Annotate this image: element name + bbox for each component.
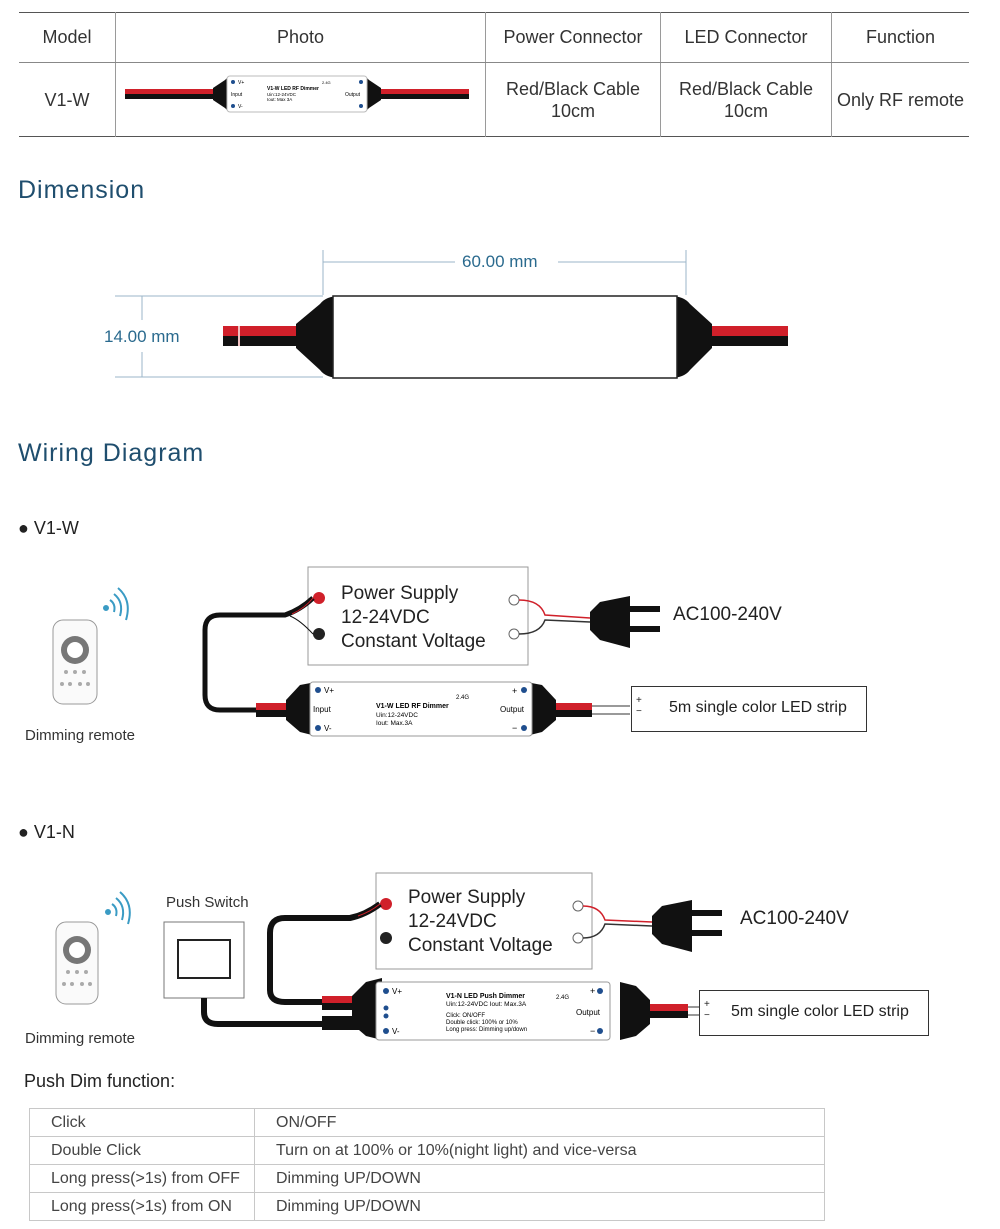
v1n-dimmer-vminus: V- bbox=[392, 1027, 400, 1036]
product-photo: V+ V- Input Output V1-W LED RF Dimmer Ui… bbox=[125, 75, 469, 113]
action-cell: Long press(>1s) from OFF bbox=[29, 1164, 255, 1193]
dimension-drawing bbox=[115, 250, 788, 379]
v1w-psu-line2: 12-24VDC bbox=[341, 607, 430, 628]
v1w-psu-line1: Power Supply bbox=[341, 583, 459, 604]
function-cell: Only RF remote bbox=[831, 62, 969, 137]
photo-vplus: V+ bbox=[238, 80, 244, 86]
photo-freq: 2.4G bbox=[322, 80, 331, 85]
photo-output: Output bbox=[345, 92, 361, 98]
photo-spec2: Iout: Max 3A bbox=[267, 97, 292, 102]
v1w-ac-label: AC100-240V bbox=[673, 604, 782, 625]
ac-plug-icon bbox=[652, 900, 722, 952]
photo-input: Input bbox=[231, 92, 243, 98]
header-led-connector: LED Connector bbox=[660, 12, 832, 63]
photo-vminus: V- bbox=[238, 104, 243, 110]
v1w-dimmer-minus: − bbox=[512, 723, 517, 733]
v1w-dimmer-input: Input bbox=[313, 705, 332, 714]
result-cell: Dimming UP/DOWN bbox=[254, 1192, 825, 1221]
v1n-strip-label: 5m single color LED strip bbox=[731, 1003, 909, 1020]
v1w-dimmer-title: V1-W LED RF Dimmer bbox=[376, 703, 449, 710]
v1n-dimmer-freq: 2.4G bbox=[556, 995, 569, 1001]
remote-icon bbox=[52, 619, 98, 705]
dimension-title: Dimension bbox=[18, 176, 146, 204]
push-switch-icon bbox=[163, 921, 245, 999]
photo-title: V1-W LED RF Dimmer bbox=[267, 86, 319, 92]
v1n-dimmer-output: Output bbox=[576, 1008, 601, 1017]
v1n-psu-text: Power Supply 12-24VDC Constant Voltage bbox=[408, 886, 553, 958]
power-connector-line2: 10cm bbox=[550, 100, 595, 121]
v1w-led-strip-box: +− 5m single color LED strip bbox=[631, 686, 867, 732]
v1w-psu-text: Power Supply 12-24VDC Constant Voltage bbox=[341, 582, 486, 654]
v1n-dimmer-note2: Double click: 100% or 10% bbox=[446, 1020, 518, 1026]
v1w-remote-label: Dimming remote bbox=[25, 727, 136, 744]
led-connector-cell: Red/Black Cable 10cm bbox=[660, 62, 832, 137]
push-switch-label: Push Switch bbox=[166, 894, 249, 911]
v1n-dimmer-spec1: Uin:12-24VDC Iout: Max.3A bbox=[446, 1001, 527, 1008]
strip-terminal-icon: +− bbox=[636, 695, 642, 717]
result-cell: ON/OFF bbox=[254, 1108, 825, 1137]
v1w-dimmer-freq: 2.4G bbox=[456, 695, 469, 701]
v1n-psu-line3: Constant Voltage bbox=[408, 935, 553, 956]
table-row: Double Click Turn on at 100% or 10%(nigh… bbox=[29, 1136, 825, 1165]
v1n-bullet: ● V1-N bbox=[18, 822, 75, 842]
v1n-psu-line1: Power Supply bbox=[408, 887, 526, 908]
header-power-connector: Power Connector bbox=[485, 12, 661, 63]
v1n-dimmer-title: V1-N LED Push Dimmer bbox=[446, 993, 525, 1000]
v1w-dimmer-vminus: V- bbox=[324, 724, 332, 733]
power-connector-cell: Red/Black Cable 10cm bbox=[485, 62, 661, 137]
strip-terminal-icon: +− bbox=[704, 999, 710, 1021]
v1w-psu-line3: Constant Voltage bbox=[341, 631, 486, 652]
v1w-dimmer-spec1: Uin:12-24VDC bbox=[376, 712, 418, 719]
wireless-signal-icon bbox=[105, 891, 131, 925]
action-cell: Long press(>1s) from ON bbox=[29, 1192, 255, 1221]
push-dim-table: Click ON/OFF Double Click Turn on at 100… bbox=[29, 1108, 825, 1221]
v1w-dimmer-spec2: Iout: Max.3A bbox=[376, 720, 413, 727]
result-cell: Turn on at 100% or 10%(night light) and … bbox=[254, 1136, 825, 1165]
v1w-dimmer-output: Output bbox=[500, 705, 525, 714]
table-row: Long press(>1s) from OFF Dimming UP/DOWN bbox=[29, 1164, 825, 1193]
v1n-dimmer-plus: + bbox=[590, 986, 595, 996]
wireless-signal-icon bbox=[103, 587, 129, 621]
v1w-strip-label: 5m single color LED strip bbox=[669, 699, 847, 716]
table-row: V1-W V+ V- Input Output bbox=[19, 62, 969, 137]
v1n-dimmer-vplus: V+ bbox=[392, 987, 402, 996]
v1n-dimmer-note1: Click: ON/OFF bbox=[446, 1013, 485, 1019]
header-photo: Photo bbox=[115, 12, 486, 63]
ac-plug-icon bbox=[590, 596, 660, 648]
v1n-remote-label: Dimming remote bbox=[25, 1030, 136, 1047]
v1w-dimmer-plus: + bbox=[512, 686, 517, 696]
photo-spec1: Uin:12-24VDC bbox=[267, 92, 297, 97]
v1n-psu-line2: 12-24VDC bbox=[408, 911, 497, 932]
v1n-ac-label: AC100-240V bbox=[740, 908, 849, 929]
result-cell: Dimming UP/DOWN bbox=[254, 1164, 825, 1193]
header-model: Model bbox=[19, 12, 116, 63]
power-connector-line1: Red/Black Cable bbox=[505, 78, 641, 99]
photo-cell: V+ V- Input Output V1-W LED RF Dimmer Ui… bbox=[115, 62, 486, 137]
table-row: Long press(>1s) from ON Dimming UP/DOWN bbox=[29, 1192, 825, 1221]
v1n-diagram: V+ V- Output + − V1-N LED Push Dimmer Ui… bbox=[55, 872, 722, 1041]
led-connector-line2: 10cm bbox=[723, 100, 768, 121]
remote-icon bbox=[55, 921, 99, 1005]
table-row: Click ON/OFF bbox=[29, 1108, 825, 1137]
push-dim-title: Push Dim function: bbox=[24, 1071, 176, 1091]
led-connector-line1: Red/Black Cable bbox=[678, 78, 814, 99]
spec-table: Model Photo Power Connector LED Connecto… bbox=[19, 12, 969, 137]
wiring-title: Wiring Diagram bbox=[18, 439, 205, 467]
action-cell: Click bbox=[29, 1108, 255, 1137]
length-label: 60.00 mm bbox=[462, 252, 538, 271]
v1n-led-strip-box: +− 5m single color LED strip bbox=[699, 990, 929, 1036]
v1w-dimmer-vplus: V+ bbox=[324, 686, 334, 695]
header-function: Function bbox=[831, 12, 969, 63]
model-cell: V1-W bbox=[44, 89, 90, 110]
action-cell: Double Click bbox=[29, 1136, 255, 1165]
height-label: 14.00 mm bbox=[104, 327, 180, 346]
v1w-bullet: ● V1-W bbox=[18, 518, 79, 538]
v1n-dimmer-note3: Long press: Dimming up/down bbox=[446, 1027, 527, 1033]
v1n-dimmer-minus: − bbox=[590, 1026, 595, 1036]
v1w-diagram: V+ V- Input Output + − V1-W LED RF Dimme… bbox=[52, 566, 660, 737]
